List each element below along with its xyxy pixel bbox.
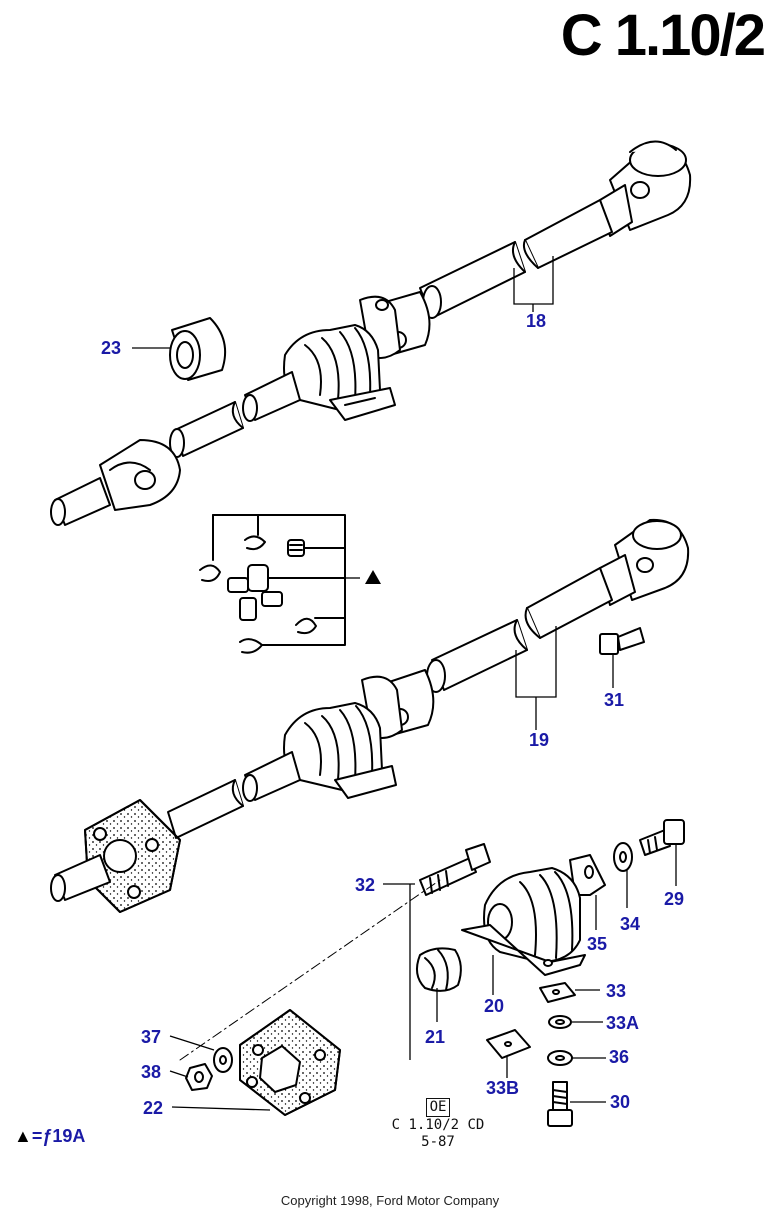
callout-numbers: 18 19 20 21 22 23 29 30 31 32 33 33A 33B… — [101, 311, 684, 1118]
callout-22: 22 — [143, 1098, 163, 1118]
washer-part-33a — [548, 1015, 572, 1029]
collar-part-23 — [169, 317, 226, 381]
reference-triangle-icon — [365, 570, 381, 584]
callout-23: 23 — [101, 338, 121, 358]
stamp-code: C 1.10/2 CD — [391, 1117, 485, 1133]
bolt-part-31 — [599, 627, 645, 655]
callout-36: 36 — [609, 1047, 629, 1067]
flex-coupling-part-22 — [239, 1009, 341, 1116]
callout-38: 38 — [141, 1062, 161, 1082]
callout-33: 33 — [606, 981, 626, 1001]
centre-bearing-part-20 — [461, 867, 586, 976]
callout-18: 18 — [526, 311, 546, 331]
callout-35: 35 — [587, 934, 607, 954]
copyright-footer: Copyright 1998, Ford Motor Company — [280, 1193, 500, 1208]
washer-part-34 — [613, 842, 633, 872]
callout-21: 21 — [425, 1027, 445, 1047]
callout-33b: 33B — [486, 1078, 519, 1098]
callout-32: 32 — [355, 875, 375, 895]
universal-joint-parts — [199, 535, 317, 654]
driveshaft-18 — [50, 140, 692, 526]
drawing-stamp: OE C 1.10/2 CD 5-87 — [388, 1098, 488, 1151]
stamp-date: 5-87 — [421, 1134, 455, 1150]
driveshaft-19 — [50, 518, 690, 913]
callout-20: 20 — [484, 996, 504, 1016]
boot-part-21 — [415, 947, 462, 992]
reference-note: ▲=ƒ19A — [14, 1126, 85, 1147]
callout-29: 29 — [664, 889, 684, 909]
stamp-oe: OE — [425, 1098, 451, 1117]
callout-19: 19 — [529, 730, 549, 750]
plate-part-33 — [539, 982, 576, 1003]
bolt-part-32 — [419, 843, 491, 896]
leader-lines — [132, 256, 677, 1111]
plate-part-33b — [486, 1029, 531, 1059]
callout-33a: 33A — [606, 1013, 639, 1033]
callout-30: 30 — [610, 1092, 630, 1112]
bolt-part-29 — [639, 819, 685, 856]
nut-part-38 — [185, 1063, 213, 1091]
reference-note-symbol: ▲ — [14, 1126, 32, 1146]
washer-part-36 — [547, 1050, 573, 1066]
callout-31: 31 — [604, 690, 624, 710]
callout-34: 34 — [620, 914, 640, 934]
reference-note-text: =ƒ19A — [31, 1126, 86, 1146]
callout-37: 37 — [141, 1027, 161, 1047]
universal-joint-kit — [212, 514, 346, 646]
washer-part-37 — [213, 1047, 233, 1073]
page-code: C 1.10/2 — [560, 3, 766, 68]
bolt-part-30 — [547, 1081, 573, 1127]
